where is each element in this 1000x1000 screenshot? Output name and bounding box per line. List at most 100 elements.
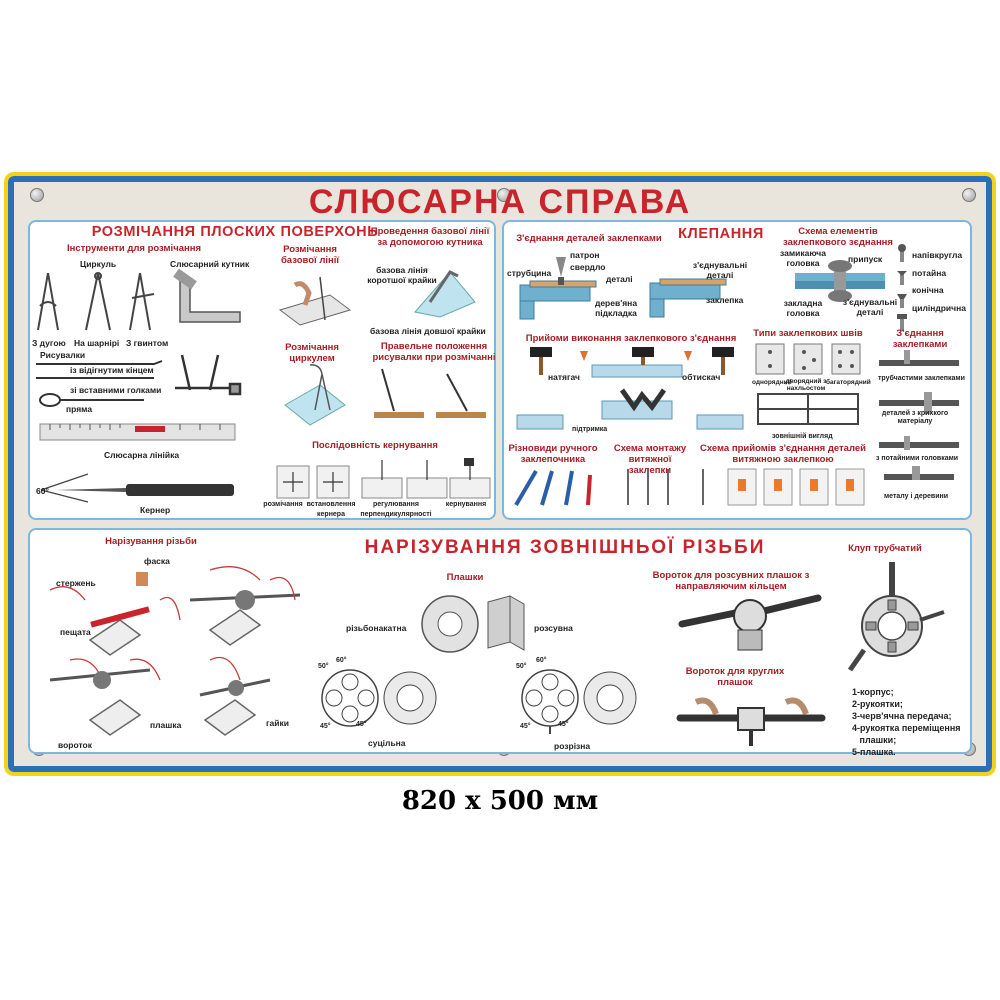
slotted-die-icon — [521, 669, 637, 734]
scribers-icon — [36, 360, 163, 407]
correct-scriber-heading: Правельне положення рисувалки при розміч… — [372, 341, 496, 363]
countersunk-label: з потайними головками — [876, 455, 959, 462]
rivet-head-label: конічна — [912, 285, 944, 295]
page-title: СЛЮСАРНА СПРАВА — [308, 183, 692, 221]
rivet-scheme-icon — [795, 260, 885, 302]
seam-types-heading: Типи заклепкових швів — [753, 328, 863, 339]
screw-icon — [497, 188, 511, 202]
scribers-label: Рисувалки — [40, 350, 86, 360]
arc-label: З дугою — [32, 338, 66, 348]
methods-heading: Прийоми виконання заклепкового з'єднання — [525, 333, 737, 344]
solid-label: суцільна — [368, 738, 406, 748]
base-lines-heading: Розмічання базової лінії — [280, 244, 340, 266]
angle-label: 60° — [36, 486, 49, 496]
pull-scheme-heading: Схема монтажу витяжної заклепки — [613, 443, 687, 476]
slotted-label: розрізна — [554, 741, 591, 751]
expand-label: розсувна — [534, 623, 573, 633]
tools-heading: Інструменти для розмічання — [66, 243, 202, 254]
square-label: Слюсарний кутник — [170, 259, 250, 269]
rivet-heads-icon — [897, 244, 907, 331]
angle-label: 45° — [520, 723, 531, 730]
parts-label: деталі — [606, 274, 633, 284]
jaws-label: пещата — [60, 627, 91, 637]
support-label: підтримка — [572, 426, 608, 433]
screw-icon — [30, 188, 44, 202]
base-line-long-label: базова лінія довшої крайки — [370, 326, 486, 336]
pipe-die-heading: Клуп трубчатий — [848, 543, 922, 554]
wrench-label: вороток — [58, 740, 92, 750]
screw-compass-label: З гвинтом — [126, 338, 169, 348]
angle-label: 45° — [558, 721, 569, 728]
marking-panel — [28, 220, 496, 520]
pull-rivet-icons — [514, 468, 865, 507]
pipe-parts-list: 1-корпус; 2-рукоятки; 3-черв'ячна переда… — [852, 687, 961, 757]
base-line-drawing-icon — [278, 276, 352, 326]
riveting-heading: КЛЕПАННЯ — [678, 226, 764, 242]
base-lines-drawing-heading: Проведення базової лінії за допомогою ку… — [370, 226, 490, 248]
compass-marking-icon — [284, 364, 346, 426]
seam-label: дворядний з нахльостом — [785, 378, 827, 392]
punch-sequence-heading: Послідовність кернування — [312, 440, 438, 451]
rod-label: стержень — [56, 578, 96, 588]
sliding-wrench-heading: Вороток для розсувних плашок з направляю… — [652, 570, 810, 592]
threading-hands-icon — [49, 566, 301, 736]
punch-step: встановлення кернера — [306, 501, 356, 518]
rivet-head-label: напівкругла — [912, 250, 963, 260]
base-line-short-label: базова лінія коротшої крайки — [367, 265, 437, 285]
die-label: плашка — [150, 720, 182, 730]
sliding-wrench-icon — [678, 594, 822, 651]
threading-heading: НАРІЗУВАННЯ ЗОВНІШНЬОЇ РІЗЬБИ — [364, 537, 766, 558]
rivet-head-label: циліндрична — [912, 303, 966, 313]
joined-parts-label: з'єднувальні деталі — [692, 260, 748, 280]
angle-label: 50° — [318, 663, 329, 670]
ruler-icon — [39, 423, 236, 441]
outer-view-icon — [757, 393, 859, 425]
punch-sequence-icons — [276, 458, 491, 499]
chamfer-label: фаска — [144, 556, 170, 566]
rivet-head-label: потайна — [912, 268, 947, 278]
punch-step: регулювання перпендикулярності — [360, 501, 432, 518]
seam-label: однорядний — [752, 379, 792, 386]
chuck-label: патрон — [570, 250, 600, 260]
size-caption: 820 х 500 мм — [401, 786, 599, 816]
angle-label: 60° — [336, 657, 347, 664]
joining-heading: З'єднання деталей заклепками — [516, 233, 662, 244]
outer-view-label: зовнішній вигляд — [772, 433, 833, 440]
square-tool-icon — [173, 268, 241, 323]
compasses-icon — [37, 272, 155, 331]
riveting-methods-icon — [516, 347, 744, 430]
metal-wood-label: металу і деревини — [884, 493, 949, 500]
punch-label: Кернер — [140, 505, 171, 515]
seam-types-icon — [755, 343, 861, 375]
punch-step: розмічання — [263, 501, 303, 508]
compass-marking-heading: Розмічання циркулем — [285, 342, 339, 364]
punch-icon — [40, 473, 234, 503]
embed-head-label: закладна головка — [783, 298, 823, 318]
hinge-label: На шарнірі — [74, 338, 120, 348]
split-die-label: різьбонакатна — [346, 623, 407, 633]
pipe-die-icon — [847, 562, 945, 672]
screw-icon — [962, 188, 976, 202]
scheme-heading: Схема елементів заклепкового зєднання — [783, 226, 893, 248]
rivet-joints-icon — [879, 350, 959, 480]
closing-head-label: замикаюча головка — [780, 248, 826, 268]
compass-label: Циркуль — [80, 259, 117, 269]
puller-label: натягач — [548, 372, 580, 382]
wooden-pad-label: дерев'яна підкладка — [594, 298, 638, 318]
allowance-label: припуск — [848, 254, 883, 264]
nuts-label: гайки — [266, 718, 289, 728]
rivet-label: заклепка — [706, 295, 744, 305]
angle-label: 45° — [320, 723, 331, 730]
angle-label: 50° — [516, 663, 527, 670]
angle-label: 60° — [536, 657, 547, 664]
bent-end-label: із відігнутим кінцем — [70, 365, 154, 375]
drill-label: свердло — [570, 262, 606, 272]
square-marking-icon — [414, 270, 476, 318]
solid-die-icon — [321, 669, 437, 727]
angle-label: 45° — [356, 721, 367, 728]
straight-label: пряма — [66, 404, 93, 414]
rivet-clamp-icon — [519, 257, 727, 320]
round-wrench-heading: Вороток для круглих плашок — [685, 666, 785, 688]
dies-icon — [421, 595, 525, 653]
correct-scriber-icon — [374, 368, 486, 418]
